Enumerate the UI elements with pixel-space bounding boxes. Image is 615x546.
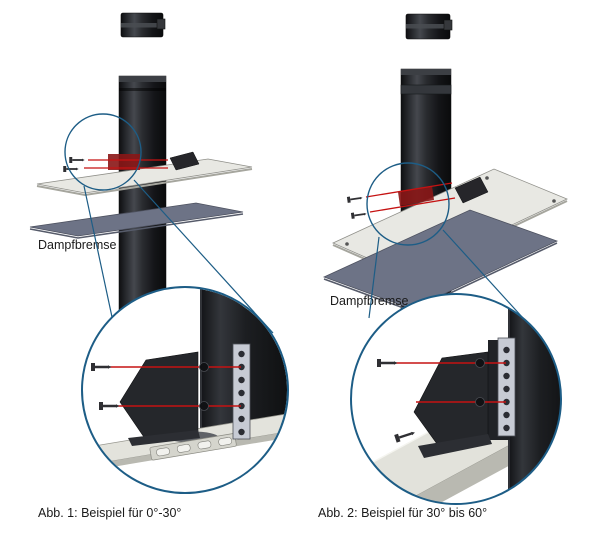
perforated-flat-strip	[149, 433, 237, 461]
figure-caption: Abb. 1: Beispiel für 0°-30°	[38, 506, 181, 520]
screw-icon	[68, 156, 86, 164]
bracket	[454, 176, 489, 204]
red-alignment-lines-detail	[375, 357, 506, 444]
clamp-bolt-icon	[443, 19, 453, 31]
red-alignment-lines	[62, 154, 168, 173]
callout-leader-line	[133, 179, 274, 334]
perforated-strip	[497, 337, 516, 437]
red-alignment-lines	[345, 182, 456, 220]
bolt-icon	[199, 401, 209, 411]
screw-icon	[349, 209, 368, 220]
figure-2: Dampfbremse	[318, 13, 568, 520]
vapor-barrier-plate	[29, 202, 244, 239]
callout-leader-line	[83, 185, 113, 318]
red-alignment-lines-detail	[89, 361, 241, 412]
screw-icon	[345, 193, 364, 204]
bolt-icon	[475, 358, 485, 368]
detail-circle-border	[81, 286, 289, 494]
vapor-barrier-label: Dampfbremse	[38, 238, 117, 252]
pipe-detail	[508, 294, 561, 504]
corner-hole-icon	[552, 199, 556, 203]
bracket	[169, 151, 200, 171]
detail-view	[350, 293, 562, 505]
perforated-strip	[232, 343, 251, 440]
bracket-detail	[119, 351, 200, 446]
corner-hole-icon	[485, 176, 489, 180]
clamp-bolt-icon	[156, 18, 166, 30]
figure-caption: Abb. 2: Beispiel für 30° bis 60°	[318, 506, 487, 520]
callout-circle	[64, 113, 142, 191]
locking-band	[400, 84, 452, 95]
figure-1: Dampfbremse	[29, 12, 289, 520]
bolt-icon	[475, 397, 485, 407]
mounting-plate	[36, 158, 253, 197]
callout-leader-line	[368, 236, 380, 319]
corner-hole-icon	[345, 242, 349, 246]
detail-circle-border	[350, 293, 562, 505]
callout-circle	[366, 162, 450, 246]
bolt-icon	[199, 362, 209, 372]
pipe-collar	[405, 13, 453, 40]
vapor-barrier-label: Dampfbremse	[330, 294, 409, 308]
detail-view	[81, 286, 289, 494]
pipe-collar	[120, 12, 166, 38]
